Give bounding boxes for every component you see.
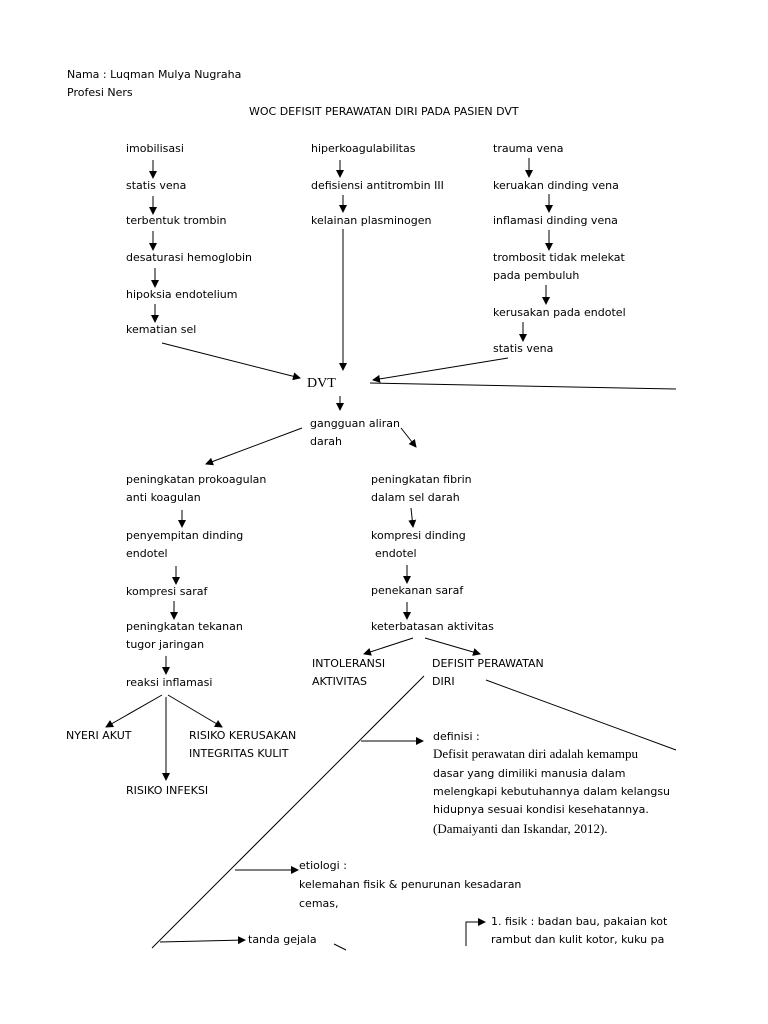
left-branch-5: reaksi inflamasi <box>126 676 213 689</box>
signs-item1-line1: 1. fisik : badan bau, pakaian kot <box>491 915 668 928</box>
left-node-3: terbentuk trombin <box>126 214 227 227</box>
etiology-label: etiologi : <box>299 859 347 872</box>
left-node-2: statis vena <box>126 179 187 192</box>
defisit-2: DIRI <box>432 675 455 688</box>
left-node-1: imobilisasi <box>126 142 184 155</box>
right-branch-3: penekanan saraf <box>371 584 464 597</box>
right-node-1: trauma vena <box>493 142 564 155</box>
left-branch-2a: penyempitan dinding <box>126 529 244 542</box>
intoleransi-1: INTOLERANSI <box>312 657 386 670</box>
right-node-6: statis vena <box>493 342 554 355</box>
signs-label: tanda gejala <box>248 933 317 946</box>
defisit-1: DEFISIT PERAWATAN <box>432 657 544 670</box>
left-branch-1b: anti koagulan <box>126 491 201 504</box>
definition-line1: Defisit perawatan diri adalah kemampu <box>433 746 639 761</box>
right-node-3: inflamasi dinding vena <box>493 214 618 227</box>
middle-node-2: defisiensi antitrombin III <box>311 179 444 192</box>
signs-item1-line2: rambut dan kulit kotor, kuku pa <box>491 933 665 946</box>
middle-node-3: kelainan plasminogen <box>311 214 432 227</box>
left-node-6: kematian sel <box>126 323 197 336</box>
left-branch-4a: peningkatan tekanan <box>126 620 243 633</box>
outcome-risiko-infeksi: RISIKO INFEKSI <box>126 784 209 797</box>
left-branch-4b: tugor jaringan <box>126 638 205 651</box>
page-right-margin <box>676 0 768 1024</box>
definition-label: definisi : <box>433 730 480 743</box>
outcome-risiko-kerusakan-1: RISIKO KERUSAKAN <box>189 729 297 742</box>
outcome-nyeri-akut: NYERI AKUT <box>66 729 132 742</box>
dvt-node: DVT <box>307 376 336 391</box>
definition-line4: hidupnya sesuai kondisi kesehatannya. <box>433 803 649 816</box>
page-title: WOC DEFISIT PERAWATAN DIRI PADA PASIEN D… <box>249 105 519 118</box>
left-branch-2b: endotel <box>126 547 168 560</box>
gangguan-line1: gangguan aliran <box>310 417 400 430</box>
gangguan-line2: darah <box>310 435 342 448</box>
intoleransi-2: AKTIVITAS <box>312 675 367 688</box>
right-branch-2a: kompresi dinding <box>371 529 466 542</box>
etiology-line2: cemas, <box>299 897 339 910</box>
left-branch-3: kompresi saraf <box>126 585 208 598</box>
left-node-5: hipoksia endotelium <box>126 288 238 301</box>
right-branch-1b: dalam sel darah <box>371 491 460 504</box>
definition-line3: melengkapi kebutuhannya dalam kelangsu <box>433 785 671 798</box>
right-branch-4: keterbatasan aktivitas <box>371 620 494 633</box>
etiology-line1: kelemahan fisik & penurunan kesadaran <box>299 878 522 891</box>
author-name: Nama : Luqman Mulya Nugraha <box>67 68 242 81</box>
right-node-4a: trombosit tidak melekat <box>493 251 625 264</box>
outcome-risiko-kerusakan-2: INTEGRITAS KULIT <box>189 747 289 760</box>
middle-node-1: hiperkoagulabilitas <box>311 142 416 155</box>
author-profession: Profesi Ners <box>67 86 133 99</box>
right-node-2: keruakan dinding vena <box>493 179 619 192</box>
definition-line2: dasar yang dimiliki manusia dalam <box>433 767 626 780</box>
definition-citation: (Damaiyanti dan Iskandar, 2012). <box>433 821 608 836</box>
right-node-5: kerusakan pada endotel <box>493 306 626 319</box>
right-node-4b: pada pembuluh <box>493 269 580 282</box>
left-node-4: desaturasi hemoglobin <box>126 251 253 264</box>
right-branch-2b: endotel <box>375 547 417 560</box>
right-branch-1a: peningkatan fibrin <box>371 473 472 486</box>
left-branch-1a: peningkatan prokoagulan <box>126 473 267 486</box>
